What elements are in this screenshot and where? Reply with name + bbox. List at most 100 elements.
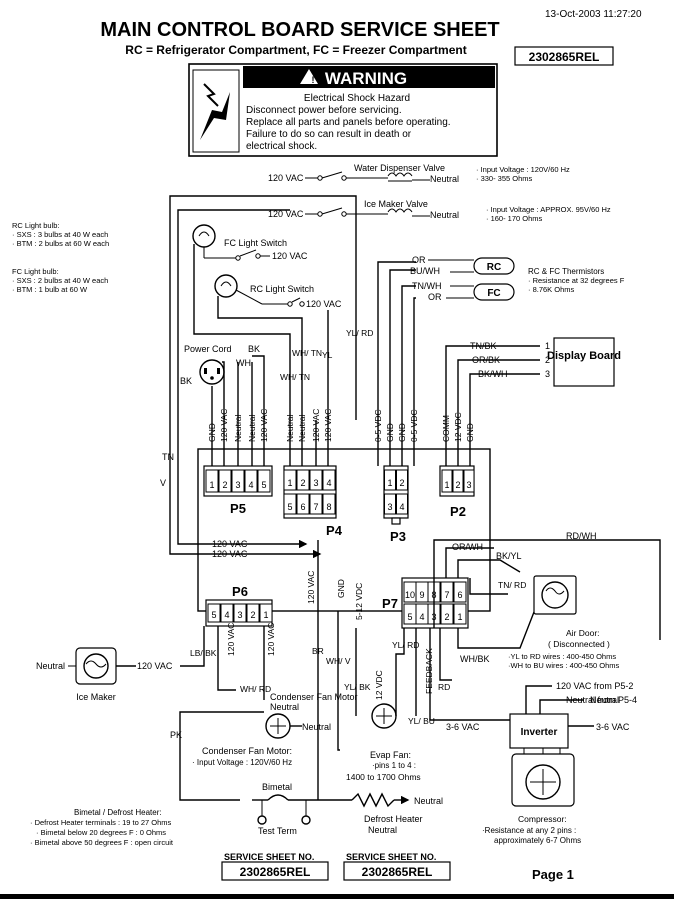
- page-subtitle: RC = Refrigerator Compartment, FC = Free…: [125, 43, 466, 57]
- defrost-heater: Neutral Defrost Heater Neutral: [351, 792, 443, 835]
- svg-text:RC & FC Thermistors: RC & FC Thermistors: [528, 267, 604, 276]
- svg-text:120 VAC: 120 VAC: [212, 539, 248, 549]
- svg-text:120 VAC: 120 VAC: [212, 549, 248, 559]
- svg-text:1: 1: [545, 341, 550, 351]
- svg-text:BU/WH: BU/WH: [410, 266, 440, 276]
- connector-pin: [322, 469, 336, 491]
- svg-text:RC Light Switch: RC Light Switch: [250, 284, 314, 294]
- pin-signal-label: Neutral: [247, 414, 257, 442]
- pin-signal-label: GND: [397, 423, 407, 442]
- warning-line: electrical shock.: [246, 141, 317, 152]
- connector-pin: [309, 469, 323, 491]
- pin-number: 2: [455, 480, 460, 490]
- pin-number: 5: [407, 612, 412, 622]
- svg-text:3-6 VAC: 3-6 VAC: [446, 722, 480, 732]
- connector-pin: [218, 469, 232, 493]
- shock-hazard-icon: [192, 69, 240, 153]
- connector-pin: [309, 493, 323, 515]
- fc-thermistor: [473, 283, 515, 301]
- rc-thermistor: [473, 257, 515, 275]
- svg-text:WH: WH: [236, 358, 251, 368]
- ice-maker: Ice Maker Neutral 120 VAC LB/ BK: [36, 626, 217, 702]
- connector-pin: [452, 469, 464, 493]
- svg-text:RD: RD: [438, 682, 450, 692]
- svg-text:P4: P4: [326, 523, 343, 538]
- fc-bulb-note: · BTM : 1 bulb at 60 W: [12, 285, 88, 294]
- svg-text:3: 3: [545, 369, 550, 379]
- svg-text:P3: P3: [390, 529, 406, 544]
- svg-text:WH/ V: WH/ V: [326, 656, 351, 666]
- svg-text:Neutral: Neutral: [590, 695, 619, 705]
- svg-text:BK: BK: [248, 344, 260, 354]
- pin-signal-label: 120 VAC: [219, 409, 229, 442]
- pin-number: 4: [326, 478, 331, 488]
- compressor: Compressor: ·Resistance at any 2 pins : …: [482, 748, 581, 845]
- connector-pin: [296, 469, 310, 491]
- svg-text:OR: OR: [428, 292, 442, 302]
- pin-number: 7: [444, 590, 449, 600]
- connector-pin: [440, 581, 454, 603]
- bottom-rule: [0, 894, 674, 899]
- svg-text:YL/ RD: YL/ RD: [392, 640, 419, 650]
- svg-text:Display Board: Display Board: [547, 350, 621, 362]
- warning-panel: ! WARNING Electrical Shock Hazard Discon…: [188, 63, 498, 157]
- pin-number: 5: [261, 480, 266, 490]
- svg-text:( Disconnected ): ( Disconnected ): [548, 639, 610, 649]
- connector-pin: [220, 603, 234, 623]
- pin-signal-label: GND: [385, 423, 395, 442]
- svg-text:Neutral: Neutral: [414, 796, 443, 806]
- condenser-fan-motor: WH/ RD Neutral Condenser Fan Motor Neutr…: [192, 684, 358, 767]
- display-board: Display Board TN/BK OR/BK BK/WH 1 2 3: [445, 337, 621, 420]
- ice-maker-valve: 120 VAC Ice Maker Valve Neutral · Input …: [268, 199, 611, 223]
- pin-signal-label: GND: [207, 423, 217, 442]
- control-board: [197, 448, 491, 612]
- svg-text:·pins 1 to 4 :: ·pins 1 to 4 :: [372, 761, 416, 770]
- svg-text:·Resistance at any 2 pins :: ·Resistance at any 2 pins :: [482, 826, 576, 835]
- pin-number: 2: [300, 478, 305, 488]
- pin-signal-label: COMM: [441, 415, 451, 442]
- svg-text:P2: P2: [450, 504, 466, 519]
- svg-text:P5: P5: [230, 501, 246, 516]
- bimetal-note: · Bimetal below 20 degrees F : 0 Ohms: [36, 828, 166, 837]
- svg-text:Neutral: Neutral: [270, 702, 299, 712]
- svg-text:Ice Maker Valve: Ice Maker Valve: [364, 199, 428, 209]
- bimetal: Bimetal Test Term: [252, 782, 352, 836]
- rc-bulb-note: · BTM : 2 bulbs at 60 W each: [12, 239, 109, 248]
- svg-text:2: 2: [545, 355, 550, 365]
- bimetal-note: · Defrost Heater terminals : 19 to 27 Oh…: [30, 818, 172, 827]
- svg-text:OR/BK: OR/BK: [472, 355, 500, 365]
- bimetal-note: · Bimetal above 50 degrees F : open circ…: [30, 838, 174, 847]
- pin-number: 3: [466, 480, 471, 490]
- svg-text:Test Term: Test Term: [258, 826, 297, 836]
- pin-number: 10: [405, 590, 415, 600]
- inverter: RD 3-6 VAC Inverter 3-6 VAC 120 VAC from…: [429, 628, 637, 749]
- pin-number: 4: [224, 610, 229, 620]
- service-sheet-label: SERVICE SHEET NO.: [346, 852, 436, 862]
- connector-pin: [207, 603, 221, 623]
- svg-text:Condenser Fan Motor: Condenser Fan Motor: [270, 692, 358, 702]
- svg-text:BK/WH: BK/WH: [478, 369, 508, 379]
- connector-pin: [453, 581, 467, 603]
- svg-text:·WH to BU wires : 400-450 Ohms: ·WH to BU wires : 400-450 Ohms: [508, 661, 620, 670]
- connector-pin: [257, 469, 271, 493]
- svg-text:Ice Maker: Ice Maker: [76, 692, 116, 702]
- connector-pin: [244, 469, 258, 493]
- svg-text:120 VAC: 120 VAC: [268, 209, 304, 219]
- pin-number: 5: [287, 502, 292, 512]
- pin-signal-label: GND: [465, 423, 475, 442]
- timestamp: 13-Oct-2003 11:27:20: [545, 9, 642, 20]
- pin-number: 4: [248, 480, 253, 490]
- svg-text:· Input Voltage : 120V/60 Hz: · Input Voltage : 120V/60 Hz: [476, 165, 570, 174]
- svg-text:Bimetal: Bimetal: [262, 782, 292, 792]
- pin-number: 9: [419, 590, 424, 600]
- svg-text:BK: BK: [180, 376, 192, 386]
- svg-text:YL/ RD: YL/ RD: [346, 328, 373, 338]
- warning-line: Failure to do so can result in death or: [246, 129, 412, 140]
- svg-text:TN: TN: [162, 452, 174, 462]
- svg-text:FEEDBACK: FEEDBACK: [424, 648, 434, 694]
- svg-text:·YL to RD wires : 400-450 Ohms: ·YL to RD wires : 400-450 Ohms: [508, 652, 616, 661]
- svg-text:· 8.76K Ohms: · 8.76K Ohms: [528, 285, 575, 294]
- svg-text:120 VAC: 120 VAC: [226, 623, 236, 656]
